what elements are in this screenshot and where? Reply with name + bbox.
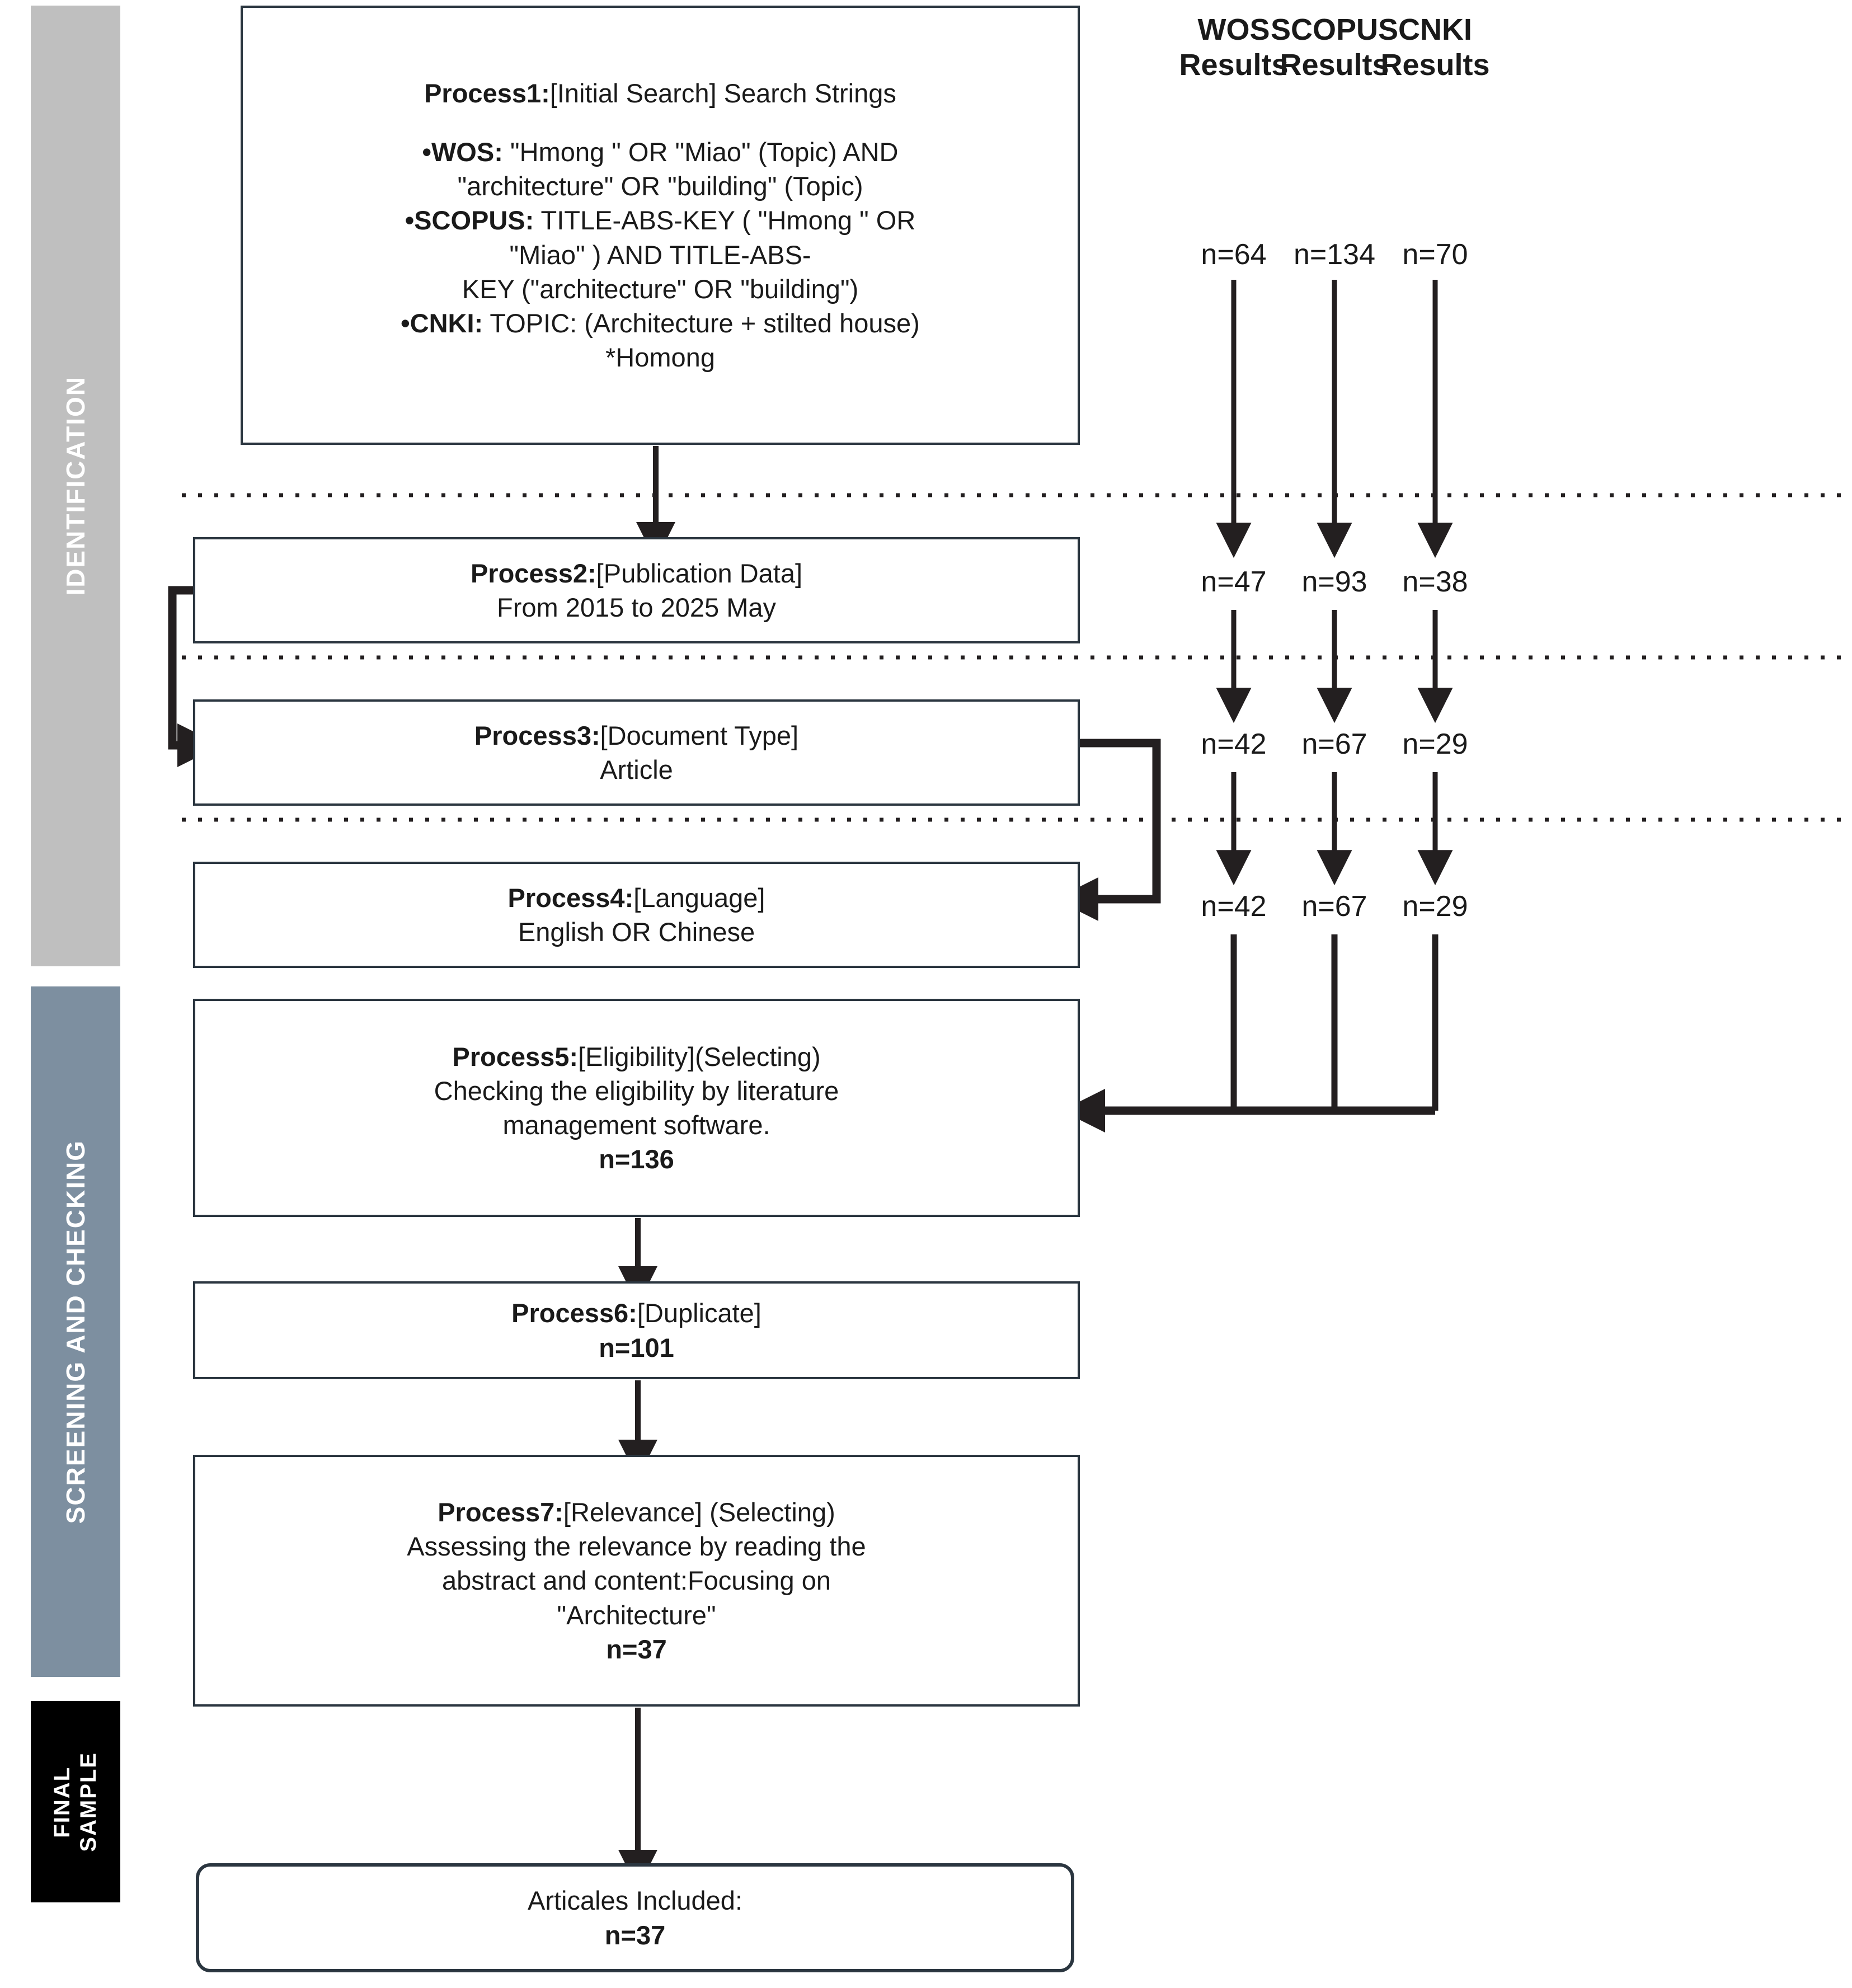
column-header-wos: WOS Results xyxy=(1179,13,1289,82)
count-wos-stage3: n=42 xyxy=(1201,728,1267,760)
count-wos-stage4: n=42 xyxy=(1201,890,1267,923)
process-7-count: n=37 xyxy=(606,1634,667,1664)
process-4-line2: English OR Chinese xyxy=(518,917,755,947)
process-box-4: Process4:[Language] English OR Chinese xyxy=(193,862,1080,968)
process-box-7: Process7:[Relevance] (Selecting) Assessi… xyxy=(193,1455,1080,1707)
column-arrows-stage3 xyxy=(1216,772,1453,886)
process-3-title: Process3:[Document Type] xyxy=(474,720,799,750)
column-arrows-stage1 xyxy=(1216,280,1453,558)
process-box-1: Process1:[Initial Search] Search Strings… xyxy=(241,6,1080,445)
process-2-title: Process2:[Publication Data] xyxy=(470,558,803,588)
final-sample-label: Articales Included: xyxy=(527,1886,743,1916)
process-1-title: Process1:[Initial Search] Search Strings xyxy=(424,78,896,109)
phase-band-final-sample-label: FINAL SAMPLE xyxy=(49,1751,101,1852)
count-wos-stage1: n=64 xyxy=(1201,238,1267,271)
final-sample-box: Articales Included: n=37 xyxy=(196,1863,1074,1972)
process-1-bullet-cnki-line2: *Homong xyxy=(605,342,715,372)
count-scopus-stage1: n=134 xyxy=(1293,238,1376,271)
process-7-title: Process7:[Relevance] (Selecting) xyxy=(438,1497,835,1528)
process-7-line4: "Architecture" xyxy=(557,1600,716,1630)
phase-band-final-sample: FINAL SAMPLE xyxy=(31,1701,120,1902)
process-5-line2: Checking the eligibility by literature xyxy=(434,1075,839,1106)
process-1-bullet-wos-line2: "architecture" OR "building" (Topic) xyxy=(457,171,863,201)
phase-band-identification: IDENTIFICATION xyxy=(31,6,120,966)
count-scopus-stage3: n=67 xyxy=(1301,728,1367,760)
process-3-line2: Article xyxy=(600,755,673,784)
phase-band-identification-label: IDENTIFICATION xyxy=(60,376,90,596)
count-cnki-stage3: n=29 xyxy=(1402,728,1468,760)
process-7-line3: abstract and content:Focusing on xyxy=(442,1566,831,1596)
count-scopus-stage4: n=67 xyxy=(1301,890,1367,923)
loop-process3-to-process4 xyxy=(1055,739,1161,921)
process-1-bullet-wos: •WOS: "Hmong " OR "Miao" (Topic) AND xyxy=(422,137,899,167)
process-1-bullet-scopus-line2: "Miao" ) AND TITLE-ABS- xyxy=(509,239,811,270)
count-scopus-stage2: n=93 xyxy=(1301,566,1367,598)
phase-band-screening: SCREENING AND CHECKING xyxy=(31,986,120,1677)
column-arrows-stage2 xyxy=(1216,610,1453,723)
process-6-title: Process6:[Duplicate] xyxy=(511,1298,762,1328)
process-5-line3: management software. xyxy=(502,1110,770,1140)
process-7-line2: Assessing the relevance by reading the xyxy=(407,1531,866,1562)
count-cnki-stage2: n=38 xyxy=(1402,566,1468,598)
process-1-bullet-scopus: •SCOPUS: TITLE-ABS-KEY ( "Hmong " OR xyxy=(405,205,916,236)
count-wos-stage2: n=47 xyxy=(1201,566,1267,598)
process-5-count: n=136 xyxy=(599,1144,674,1174)
process-1-bullet-cnki: •CNKI: TOPIC: (Architecture + stilted ho… xyxy=(401,308,920,338)
count-cnki-stage4: n=29 xyxy=(1402,890,1468,923)
process-box-2: Process2:[Publication Data] From 2015 to… xyxy=(193,537,1080,643)
process-2-line2: From 2015 to 2025 May xyxy=(497,593,776,622)
column-header-scopus: SCOPUS Results xyxy=(1270,13,1399,82)
final-sample-count: n=37 xyxy=(604,1920,666,1950)
process-box-3: Process3:[Document Type] Article xyxy=(193,699,1080,806)
count-cnki-stage1: n=70 xyxy=(1402,238,1468,271)
process-1-bullets: •WOS: "Hmong " OR "Miao" (Topic) AND "ar… xyxy=(256,135,1064,374)
column-header-cnki: CNKI Results xyxy=(1380,13,1490,82)
phase-band-screening-label: SCREENING AND CHECKING xyxy=(60,1139,90,1524)
process-box-5: Process5:[Eligibility](Selecting) Checki… xyxy=(193,999,1080,1217)
process-1-bullet-scopus-line3: KEY ("architecture" OR "building") xyxy=(462,274,859,304)
process-4-title: Process4:[Language] xyxy=(507,882,765,913)
process-5-title: Process5:[Eligibility](Selecting) xyxy=(452,1041,821,1071)
loop-process2-to-process3 xyxy=(168,586,221,768)
process-6-count: n=101 xyxy=(599,1332,674,1362)
columns-merge-into-process5 xyxy=(1230,934,1439,1111)
process-box-6: Process6:[Duplicate] n=101 xyxy=(193,1281,1080,1379)
